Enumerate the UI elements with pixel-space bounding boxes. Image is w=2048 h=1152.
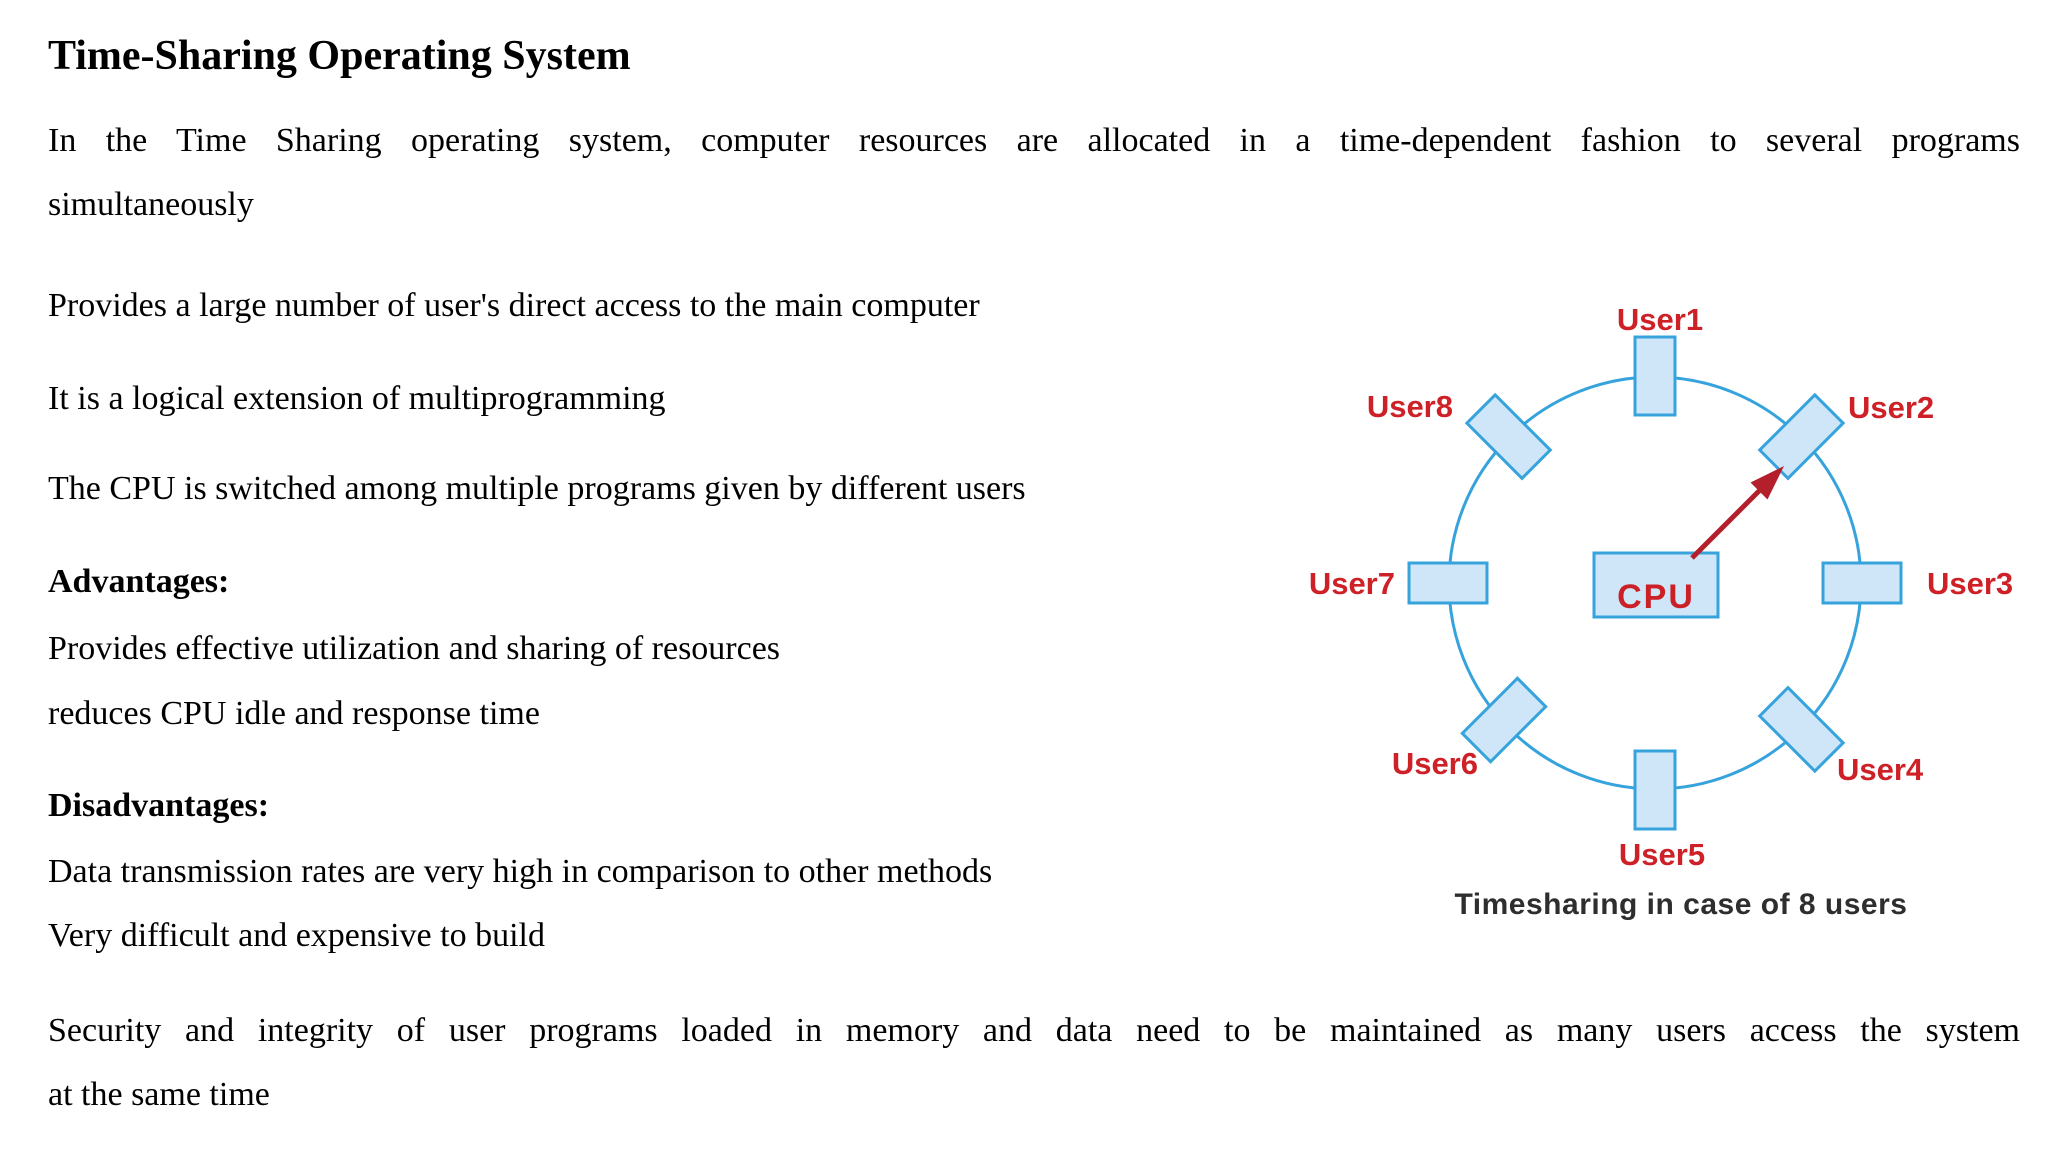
user-node-5: User5 [1619, 749, 1705, 872]
user6-label: User6 [1392, 746, 1478, 781]
disadvantages-heading: Disadvantages: [48, 787, 270, 824]
security-line2: at the same time [48, 1076, 270, 1113]
point-direct-access: Provides a large number of user's direct… [48, 287, 980, 324]
security-line1: Security and integrity of user programs … [48, 1012, 2020, 1049]
cpu-node: CPU [1592, 551, 1720, 619]
diagram-caption: Timesharing in case of 8 users [1455, 888, 1908, 921]
intro-line2: simultaneously [48, 186, 254, 223]
arrow-shaft [1690, 486, 1764, 560]
arrow-head [1750, 466, 1784, 500]
user-node-8: User8 [1367, 389, 1553, 481]
user7-label: User7 [1309, 566, 1395, 601]
user-node-7: User7 [1309, 561, 1489, 605]
user5-terminal-box [1633, 749, 1677, 831]
user-node-6: User6 [1392, 676, 1548, 781]
user1-terminal-box [1633, 335, 1677, 417]
advantage-utilization: Provides effective utilization and shari… [48, 630, 781, 667]
cpu-to-user2-arrow [1690, 466, 1784, 560]
user8-label: User8 [1367, 389, 1453, 424]
text-column: Time-Sharing Operating System In the Tim… [48, 0, 2020, 1127]
user7-terminal-box [1407, 561, 1489, 605]
user-node-3: User3 [1821, 561, 2013, 605]
advantages-heading: Advantages: [48, 563, 230, 600]
user3-label: User3 [1927, 566, 2013, 601]
intro-paragraph: In the Time Sharing operating system, co… [48, 109, 2020, 237]
user4-label: User4 [1837, 752, 1924, 787]
user5-label: User5 [1619, 837, 1705, 872]
cpu-label: CPU [1617, 578, 1695, 616]
user-node-2: User2 [1757, 390, 1934, 481]
user1-label: User1 [1617, 302, 1703, 337]
intro-line1: In the Time Sharing operating system, co… [48, 122, 2020, 159]
user2-label: User2 [1848, 390, 1934, 425]
disadvantage-transmission: Data transmission rates are very high in… [48, 853, 993, 890]
user4-terminal-box [1757, 685, 1846, 774]
point-cpu-switched: The CPU is switched among multiple progr… [48, 470, 1026, 507]
security-paragraph: Security and integrity of user programs … [48, 999, 2020, 1127]
user3-terminal-box [1821, 561, 1903, 605]
cpu-box [1592, 551, 1720, 619]
user2-terminal-box [1757, 392, 1846, 481]
advantage-idle-response: reduces CPU idle and response time [48, 695, 540, 732]
timesharing-diagram: User1 User2 User3 User4 User5 User6 [1290, 220, 2048, 930]
user6-terminal-box [1460, 676, 1548, 764]
point-logical-extension: It is a logical extension of multiprogra… [48, 380, 666, 417]
user8-terminal-box [1464, 392, 1553, 481]
user-node-4: User4 [1757, 685, 1924, 787]
user-node-1: User1 [1617, 302, 1703, 417]
page-title: Time-Sharing Operating System [48, 33, 631, 79]
disadvantage-expensive: Very difficult and expensive to build [48, 917, 545, 954]
